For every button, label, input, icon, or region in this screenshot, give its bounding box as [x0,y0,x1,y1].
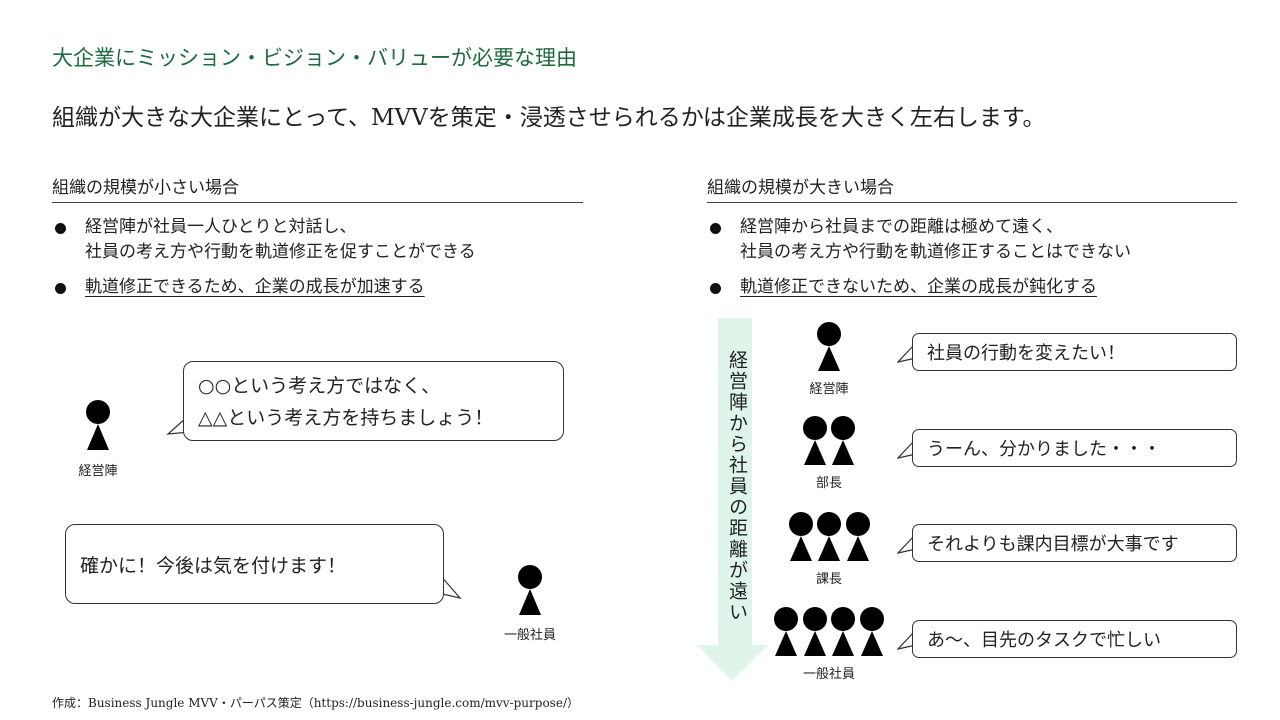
level-speech-bubble: 社員の行動を変えたい！ [912,333,1237,371]
left-bullet-2: 軌道修正できるため、企業の成長が加速する [55,275,425,300]
left-divider [52,202,583,203]
slide-subtitle: 組織が大きな大企業にとって、MVVを策定・浸透させられるかは企業成長を大きく左右… [52,105,1046,131]
right-heading: 組織の規模が大きい場合 [707,178,894,198]
exec-person-icon [86,400,110,450]
person-icon [802,416,827,465]
person-icon [788,512,813,561]
person-icon [831,416,856,465]
level-label: 部長 [815,476,842,491]
level-speech-bubble: あ～、目先のタスクで忙しい [912,620,1237,658]
person-icon [817,512,841,561]
bubble-tail [897,535,917,554]
level-label: 一般社員 [802,667,855,682]
person-icon [845,512,870,561]
right-bullet-1: 経営陣から社員までの距離は極めて遠く、社員の考え方や行動を軌道修正することはでき… [710,215,1131,265]
level-speech-bubble: うーん、分かりました・・・ [912,429,1237,467]
left-bullet-1: 経営陣が社員一人ひとりと対話し、社員の考え方や行動を軌道修正を促すことができる [55,215,476,265]
bubble-tail [897,344,917,363]
exec-speech-bubble: ○○という考え方ではなく、△△という考え方を持ちましょう！ [183,361,564,441]
staff-speech-bubble: 確かに！今後は気を付けます！ [65,524,444,604]
distance-arrow-label: 経営陣から社員の距離が遠い [726,350,748,623]
right-divider [707,202,1237,203]
level-speech-bubble: それよりも課内目標が大事です [912,524,1237,562]
person-icon [802,607,827,656]
left-heading: 組織の規模が小さい場合 [52,178,239,198]
exec-label: 経営陣 [78,464,118,479]
slide-title: 大企業にミッション・ビジョン・バリューが必要な理由 [52,46,577,70]
bubble-tail [897,440,917,459]
bubble-tail [897,631,917,650]
person-icon [774,607,799,656]
level-label: 経営陣 [809,382,849,397]
source-footer: 作成：Business Jungle MVV・パーパス策定（https://bu… [52,696,579,710]
person-icon [859,607,884,656]
level-label: 課長 [815,572,842,587]
staff-label: 一般社員 [503,628,556,643]
staff-person-icon [518,565,542,615]
person-icon [817,322,841,371]
person-icon [831,607,856,656]
right-bullet-2: 軌道修正できないため、企業の成長が鈍化する [710,275,1097,300]
